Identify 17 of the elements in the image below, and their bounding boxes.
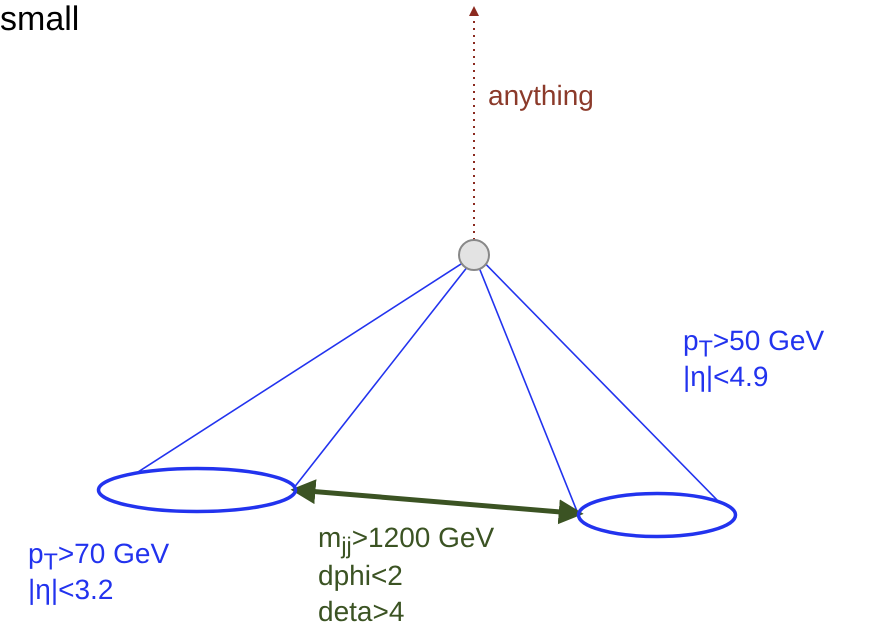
cut-label: p$_{T}$>50 GeV bbox=[683, 325, 824, 364]
jet-ellipse bbox=[575, 490, 739, 540]
cone-line bbox=[294, 268, 468, 488]
arrow bbox=[469, 6, 479, 240]
cone-line bbox=[485, 264, 720, 502]
cut-label: |η|<4.9 bbox=[683, 361, 768, 393]
edge-label: anything bbox=[488, 80, 594, 112]
cut-label: |η|<3.2 bbox=[28, 574, 114, 606]
double-arrow bbox=[290, 479, 584, 524]
cut-label: dphi<2 bbox=[318, 560, 403, 592]
cut-label: p$_{T}$>70 GeV bbox=[28, 538, 170, 577]
cut-label: deta>4 bbox=[318, 596, 404, 628]
cone-line bbox=[136, 262, 462, 474]
edge-label: m$_{jj}$>1200 GeV bbox=[318, 522, 494, 561]
vertex-circle bbox=[457, 238, 491, 272]
heading-text: small bbox=[0, 0, 80, 38]
jet-ellipse bbox=[95, 465, 299, 515]
